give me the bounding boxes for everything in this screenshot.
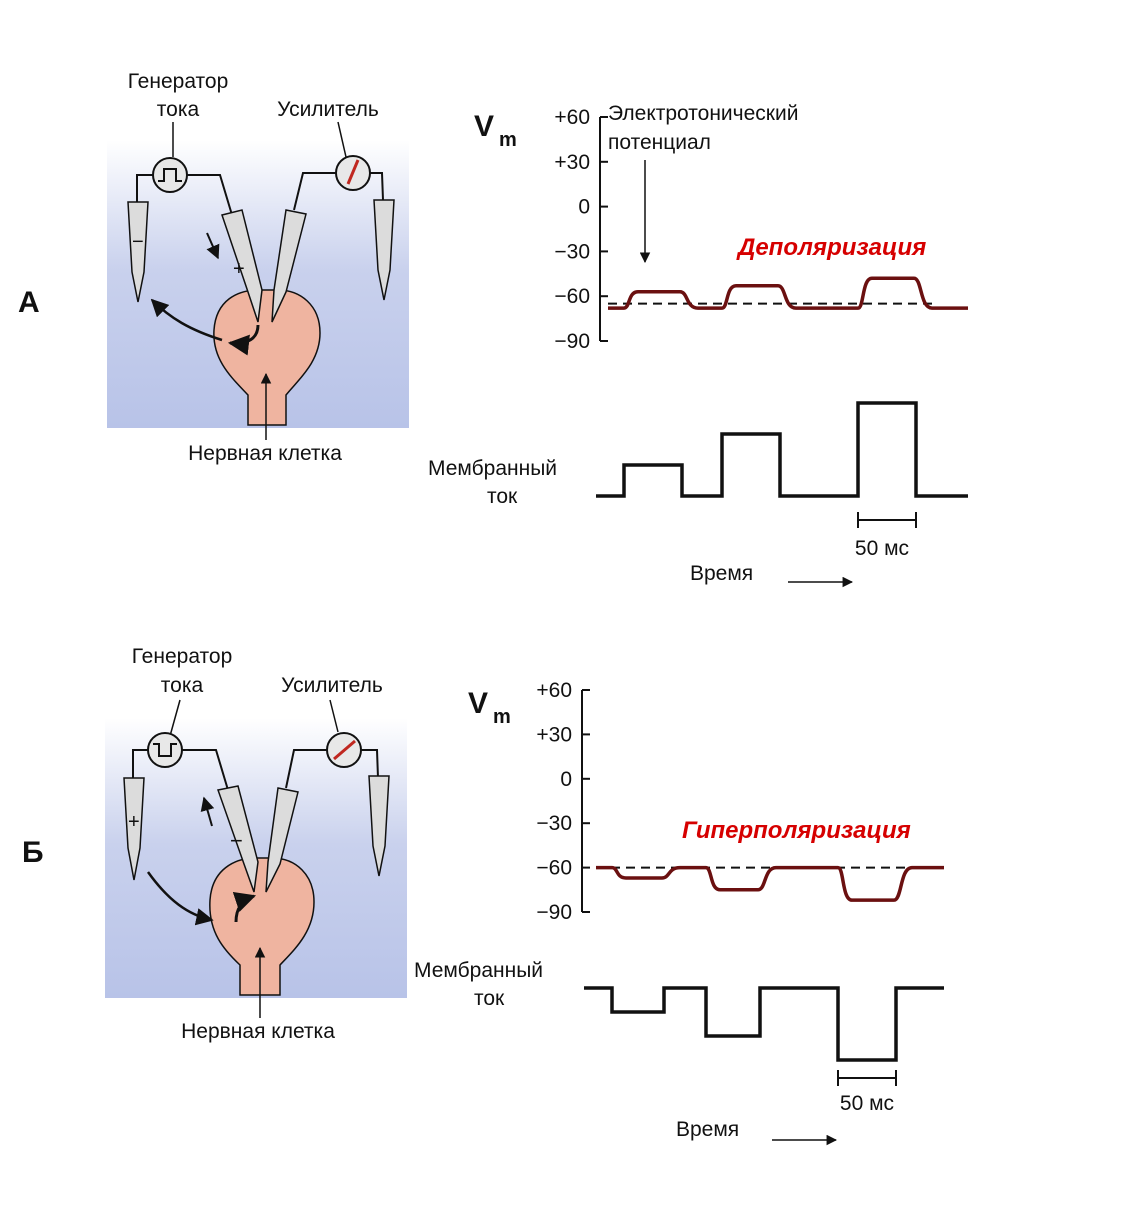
panel-b: Б Генератор тока Усилитель + (22, 645, 944, 1146)
annotation-line1: Электротонический (608, 102, 798, 125)
electrode-reference-right (373, 199, 395, 301)
state-label: Гиперполяризация (682, 817, 911, 844)
vm-axis-subscript: m (493, 706, 511, 728)
panel-letter-b: Б (22, 836, 44, 869)
electrode-sign-left: − (132, 231, 144, 253)
current-flow-arrow (200, 796, 215, 827)
y-tick-label: −30 (536, 812, 572, 835)
y-tick-label: −60 (554, 285, 590, 308)
current-trace-line (584, 986, 944, 1062)
scale-label: 50 мс (840, 1092, 894, 1115)
y-tick-label: 0 (578, 196, 590, 219)
panel-a: А Генератор тока Усилитель − (18, 70, 968, 588)
y-tick-label: +60 (536, 679, 572, 702)
y-tick-label: −60 (536, 857, 572, 880)
y-tick-label: +30 (554, 151, 590, 174)
electrode-recording (271, 209, 307, 323)
generator-label-line1: Генератор (128, 70, 229, 93)
electrode-reference-left: + (123, 777, 145, 881)
intracellular-arrow (227, 324, 260, 356)
electrode-stimulating: − (217, 785, 259, 893)
scale-label: 50 мс (855, 537, 909, 560)
y-tick-label: −90 (554, 330, 590, 353)
annotation-line2: потенциал (608, 131, 711, 154)
vm-trace-line (596, 865, 944, 902)
amplifier-label: Усилитель (281, 674, 383, 697)
current-generator-icon (147, 732, 183, 768)
y-tick-label: −30 (554, 240, 590, 263)
electrode-sign-left: + (128, 811, 140, 833)
current-flow-arrow (206, 232, 220, 260)
electrode-recording (265, 787, 299, 893)
cell-label: Нервная клетка (188, 442, 342, 465)
vm-axis: +60 +30 0 −30 −60 −90 (536, 679, 590, 924)
y-tick-label: +30 (536, 723, 572, 746)
amplifier-meter-icon (335, 155, 371, 191)
vm-axis: +60 +30 0 −30 −60 −90 (554, 106, 608, 353)
intracellular-arrow (232, 892, 256, 923)
y-tick-label: 0 (560, 768, 572, 791)
vm-axis-subscript: m (499, 129, 517, 151)
current-label-line2: ток (487, 485, 518, 508)
electrode-reference-left: − (127, 201, 149, 303)
amplifier-meter-icon (326, 732, 362, 768)
time-label: Время (690, 562, 753, 585)
generator-label-line2: тока (157, 98, 200, 121)
current-label-line2: ток (474, 987, 505, 1010)
cell-label: Нервная клетка (181, 1020, 335, 1043)
electrode-sign-stim: − (230, 828, 243, 853)
current-trace (584, 986, 944, 1062)
generator-label-line2: тока (161, 674, 204, 697)
current-trace (596, 401, 968, 498)
y-tick-label: +60 (554, 106, 590, 129)
current-generator-icon (152, 157, 188, 193)
return-current-arrow (146, 871, 214, 926)
current-label-line1: Мембранный (414, 959, 543, 982)
y-tick-label: −90 (536, 901, 572, 924)
current-label-line1: Мембранный (428, 457, 557, 480)
return-current-arrow (150, 298, 223, 342)
scale-bar (857, 512, 917, 528)
electrode-stimulating: + (221, 209, 263, 323)
state-label: Деполяризация (736, 234, 926, 261)
scale-bar (837, 1070, 897, 1086)
amplifier-label: Усилитель (277, 98, 379, 121)
vm-axis-label: V (474, 110, 494, 143)
vm-axis-label: V (468, 687, 488, 720)
time-label: Время (676, 1118, 739, 1141)
vm-trace (596, 865, 944, 902)
generator-label-line1: Генератор (132, 645, 233, 668)
vm-trace (608, 276, 968, 310)
electrode-sign-stim: + (233, 258, 245, 280)
vm-trace-line (608, 276, 968, 310)
panel-letter-a: А (18, 286, 40, 319)
electrode-reference-right (368, 775, 390, 877)
current-trace-line (596, 401, 968, 498)
